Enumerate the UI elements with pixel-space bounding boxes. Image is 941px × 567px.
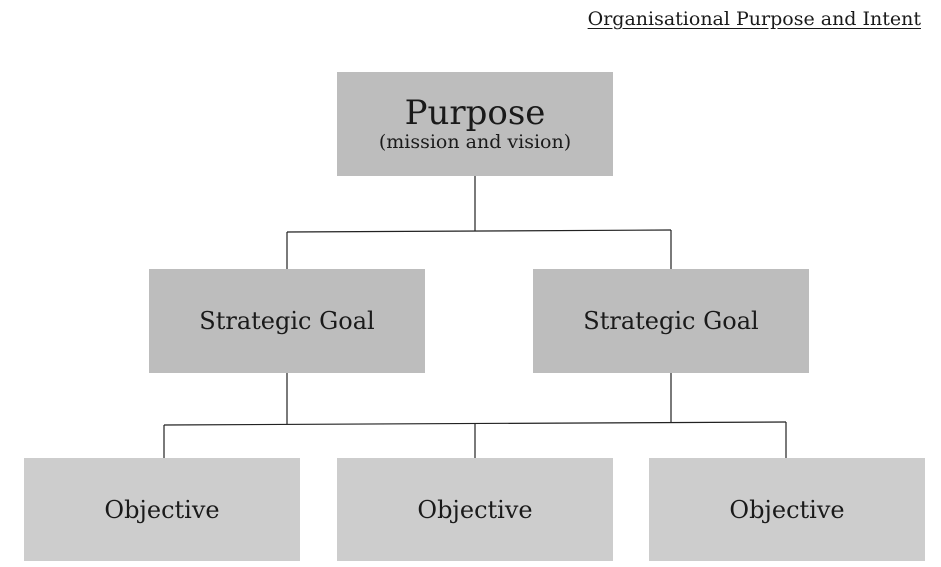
- objective-box-2: Objective: [337, 458, 613, 561]
- objective-label: Objective: [417, 495, 533, 524]
- strategic-goal-label: Strategic Goal: [199, 307, 375, 335]
- objective-label: Objective: [729, 495, 845, 524]
- objective-box-3: Objective: [649, 458, 925, 561]
- strategic-goal-box-1: Strategic Goal: [149, 269, 425, 373]
- purpose-subheading: (mission and vision): [378, 131, 572, 153]
- strategic-goal-label: Strategic Goal: [583, 307, 759, 335]
- objective-box-1: Objective: [24, 458, 300, 561]
- connector-objectives-bar: [163, 421, 787, 426]
- purpose-box: Purpose (mission and vision): [337, 72, 613, 176]
- connector-goals-bar: [286, 229, 672, 233]
- objective-label: Objective: [104, 495, 220, 524]
- strategic-goal-box-2: Strategic Goal: [533, 269, 809, 373]
- purpose-heading: Purpose: [404, 93, 546, 133]
- diagram-title: Organisational Purpose and Intent: [587, 8, 921, 30]
